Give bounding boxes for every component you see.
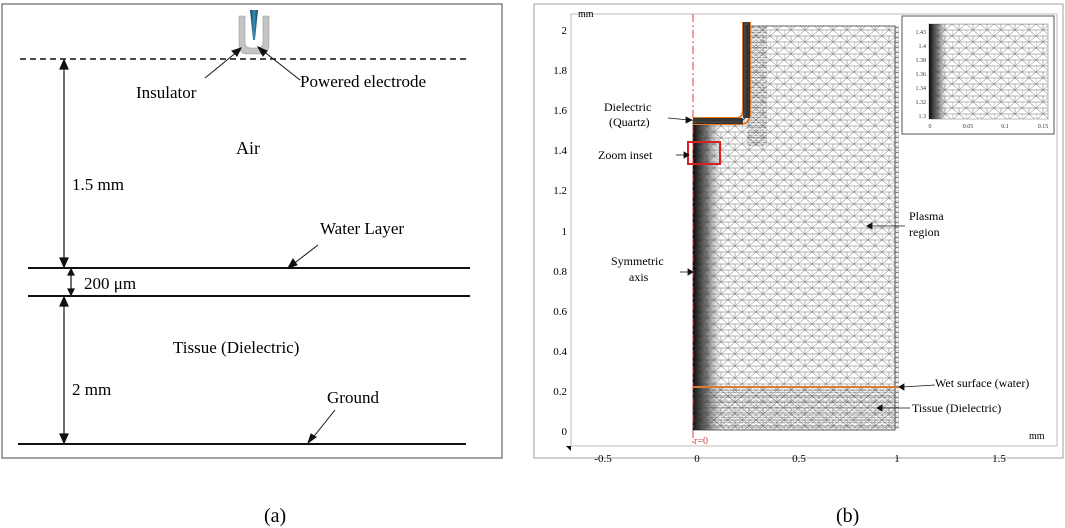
inset-y-tick: 1.43 — [916, 30, 927, 36]
y-tick: 1 — [562, 226, 568, 238]
dielectric-label-line1: Dielectric — [604, 100, 651, 114]
inset-y-tick: 1.38 — [916, 58, 927, 64]
dense-mesh-near-axis — [693, 125, 721, 430]
inset-y-tick: 1.4 — [919, 44, 927, 50]
zoom-inset-panel: 1.43 1.4 1.38 1.36 1.34 1.32 1.3 0 0.05 … — [901, 15, 1055, 135]
caption-a: (a) — [264, 505, 286, 527]
quartz-wall-mesh — [747, 26, 767, 146]
quartz-dielectric-region — [693, 118, 743, 124]
y-axis-ticks: 0 0.2 0.4 0.6 0.8 1 1.2 1.4 1.6 1.8 2 — [553, 25, 567, 438]
panel-a-frame — [1, 3, 503, 459]
panel-b-leaders — [667, 116, 936, 412]
y-tick: 0 — [562, 426, 568, 438]
r-zero-label: r=0 — [694, 436, 708, 447]
inset-x-tick: 0.05 — [963, 124, 974, 130]
right-edge-mesh — [895, 26, 899, 430]
quartz-wall-region — [743, 22, 750, 118]
powered-electrode-label: Powered electrode — [300, 72, 426, 91]
inset-x-tick: 0 — [929, 124, 932, 130]
inset-y-tick: 1.34 — [916, 86, 927, 92]
wet-surface-label: Wet surface (water) — [935, 376, 1029, 390]
dimension-arrows — [59, 58, 75, 445]
x-tick: 1 — [894, 453, 900, 465]
x-tick: -0.5 — [594, 453, 612, 465]
dielectric-label-line2: (Quartz) — [609, 115, 650, 129]
panel-a: Insulator Powered electrode Air 1.5 mm W… — [1, 3, 503, 459]
symmetric-axis-label-line2: axis — [629, 270, 649, 284]
y-tick: 0.6 — [553, 306, 567, 318]
y-tick: 1.6 — [553, 105, 567, 117]
panel-b: mm mm 0 0.2 0.4 0.6 0.8 1 1.2 1.4 1.6 1.… — [533, 3, 1064, 465]
zoom-box — [687, 141, 721, 165]
inset-x-tick: 0.15 — [1038, 124, 1049, 130]
y-unit-label: mm — [578, 9, 594, 20]
y-tick: 1.4 — [553, 145, 567, 157]
y-tick: 0.4 — [553, 346, 567, 358]
leader-arrows — [204, 45, 336, 445]
symmetric-axis-label-line1: Symmetric — [611, 254, 664, 268]
y-tick: 1.8 — [553, 65, 567, 77]
tissue-mesh — [693, 386, 895, 430]
zoom-inset-label: Zoom inset — [598, 148, 653, 162]
inset-x-tick: 0.1 — [1001, 124, 1009, 130]
y-tick: 1.2 — [553, 185, 567, 197]
tissue-label: Tissue (Dielectric) — [173, 338, 299, 357]
x-unit-label: mm — [1029, 431, 1045, 442]
y-tick: 2 — [562, 25, 568, 37]
plasma-region-label-line1: Plasma — [909, 209, 944, 223]
ground-label: Ground — [327, 388, 379, 407]
inset-y-tick: 1.36 — [916, 72, 927, 78]
tissue-dielectric-label: Tissue (Dielectric) — [912, 401, 1001, 415]
panel-b-labels: Dielectric (Quartz) Zoom inset Symmetric… — [598, 100, 1029, 415]
powered-electrode-shape — [250, 10, 258, 40]
water-layer-label: Water Layer — [320, 219, 404, 238]
plasma-region-label-line2: region — [909, 225, 940, 239]
inset-y-tick: 1.32 — [916, 100, 927, 106]
y-tick: 0.2 — [553, 386, 567, 398]
corner-marker — [566, 446, 571, 451]
tissue-thickness-label: 2 mm — [72, 380, 111, 399]
x-tick: 1.5 — [992, 453, 1006, 465]
air-label: Air — [236, 138, 260, 158]
x-tick: 0 — [694, 453, 700, 465]
x-axis-ticks: -0.5 0 0.5 1 1.5 — [594, 453, 1006, 465]
caption-b: (b) — [836, 505, 859, 527]
x-tick: 0.5 — [792, 453, 806, 465]
gap-label: 1.5 mm — [72, 175, 124, 194]
water-thickness-label: 200 μm — [84, 274, 136, 293]
insulator-label: Insulator — [136, 83, 197, 102]
inset-y-tick: 1.3 — [919, 114, 927, 120]
y-tick: 0.8 — [553, 266, 567, 278]
